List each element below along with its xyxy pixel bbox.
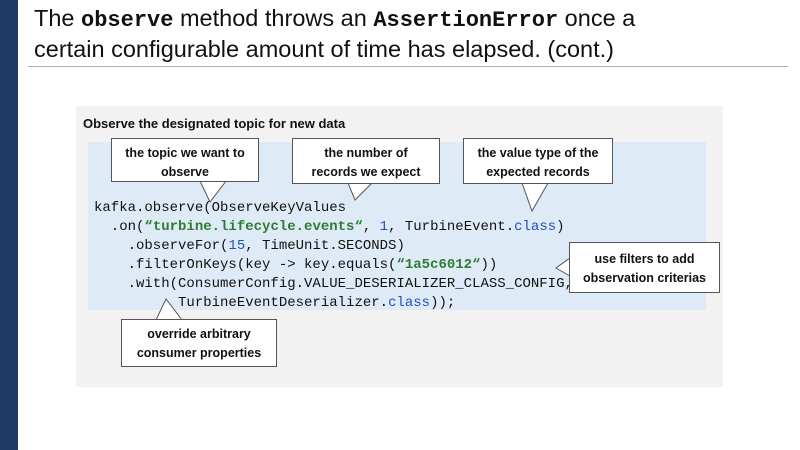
- callout-value-type: the value type of the expected records: [463, 138, 613, 184]
- title-code-assertionerror: AssertionError: [373, 8, 559, 33]
- panel-heading: Observe the designated topic for new dat…: [83, 116, 346, 131]
- record-count-literal: 1: [379, 219, 389, 235]
- title-divider: [28, 66, 788, 67]
- callout-topic: the topic we want to observe: [111, 138, 259, 182]
- callout-record-count: the number of records we expect: [292, 138, 440, 184]
- code-line-1: kafka.observe(ObserveKeyValues: [94, 200, 347, 216]
- slide-title: The observe method throws an AssertionEr…: [34, 5, 636, 62]
- code-block: kafka.observe(ObserveKeyValues .on(“turb…: [94, 0, 573, 311]
- timeout-literal: 15: [228, 238, 246, 254]
- code-line-6: TurbineEventDeserializer.class));: [94, 295, 456, 311]
- topic-string-literal: “turbine.lifecycle.events“: [144, 219, 363, 235]
- callout-filters: use filters to add observation criterias: [569, 242, 720, 293]
- code-line-3: .observeFor(15, TimeUnit.SECONDS): [94, 238, 405, 254]
- code-line-4: .filterOnKeys(key -> key.equals(“1a5c601…: [94, 257, 498, 273]
- callout-override-properties: override arbitrary consumer properties: [121, 319, 277, 367]
- title-line-2: certain configurable amount of time has …: [34, 36, 614, 62]
- left-accent-bar: [0, 0, 18, 450]
- title-code-observe: observe: [81, 8, 174, 33]
- code-line-5: .with(ConsumerConfig.VALUE_DESERIALIZER_…: [94, 276, 573, 292]
- key-string-literal: “1a5c6012“: [396, 257, 481, 273]
- code-line-2: .on(“turbine.lifecycle.events“, 1, Turbi…: [94, 219, 565, 235]
